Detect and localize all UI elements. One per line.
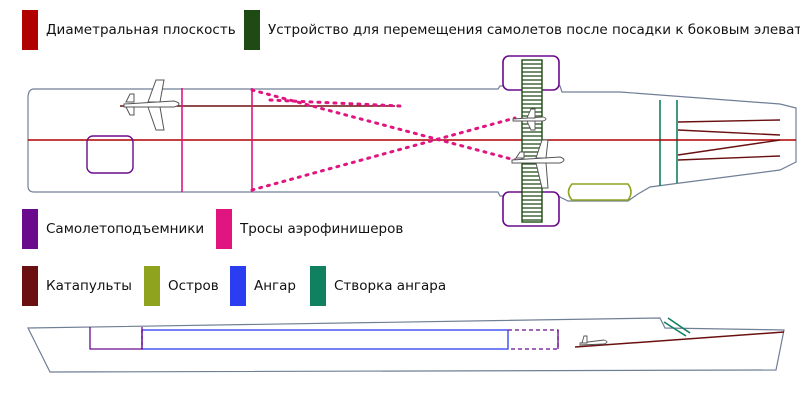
aircraft-icon bbox=[511, 139, 565, 189]
island bbox=[567, 183, 632, 201]
catapult-side bbox=[574, 331, 785, 348]
legend-island: Остров bbox=[144, 266, 219, 306]
catapult-bow-2 bbox=[677, 129, 781, 136]
transfer-device-rungs bbox=[522, 63, 542, 221]
legend-hangar-swatch bbox=[230, 266, 246, 306]
legend-hangar-label: Ангар bbox=[254, 278, 296, 294]
legend-transfer: Устройство для перемещения самолетов пос… bbox=[244, 10, 800, 50]
landing-path-2 bbox=[250, 116, 517, 192]
catapult-bow-3 bbox=[677, 139, 781, 156]
legend-island-label: Остров bbox=[168, 278, 219, 294]
aircraft-icon bbox=[512, 108, 547, 131]
legend-hangar: Ангар bbox=[230, 266, 296, 306]
legend-catapult-label: Катапульты bbox=[46, 278, 132, 294]
landing-path-3 bbox=[268, 98, 402, 108]
deck-lift bbox=[86, 135, 134, 174]
catapult-bow-4 bbox=[677, 155, 781, 161]
hull-side-view bbox=[27, 317, 785, 373]
legend-catapult-swatch bbox=[22, 266, 38, 306]
hangar-door-side-2 bbox=[667, 317, 691, 334]
legend-elevator-swatch bbox=[22, 209, 38, 249]
catapult-bow-1 bbox=[677, 119, 781, 123]
legend-hangar-door-label: Створка ангара bbox=[334, 278, 447, 294]
legend-elevator: Самолетоподъемники bbox=[22, 209, 204, 249]
legend-transfer-swatch bbox=[244, 10, 260, 50]
legend-hangar-door-swatch bbox=[310, 266, 326, 306]
hangar-door-side bbox=[663, 321, 687, 337]
legend-centerline: Диаметральная плоскость bbox=[22, 10, 236, 50]
legend-elevator-label: Самолетоподъемники bbox=[46, 221, 205, 237]
legend-hangar-door: Створка ангара bbox=[310, 266, 446, 306]
legend-arrestor-swatch bbox=[216, 209, 232, 249]
deck-outline bbox=[27, 85, 797, 202]
aircraft-icon bbox=[579, 335, 608, 346]
legend-catapult: Катапульты bbox=[22, 266, 132, 306]
legend-transfer-label: Устройство для перемещения самолетов пос… bbox=[268, 22, 800, 38]
legend-arrestor-label: Тросы аэрофинишеров bbox=[240, 221, 404, 237]
landing-path-1 bbox=[250, 88, 517, 162]
legend-centerline-swatch bbox=[22, 10, 38, 50]
legend-centerline-label: Диаметральная плоскость bbox=[46, 22, 236, 38]
aircraft-icon bbox=[123, 79, 180, 131]
legend-island-swatch bbox=[144, 266, 160, 306]
legend-arrestor: Тросы аэрофинишеров bbox=[216, 209, 403, 249]
